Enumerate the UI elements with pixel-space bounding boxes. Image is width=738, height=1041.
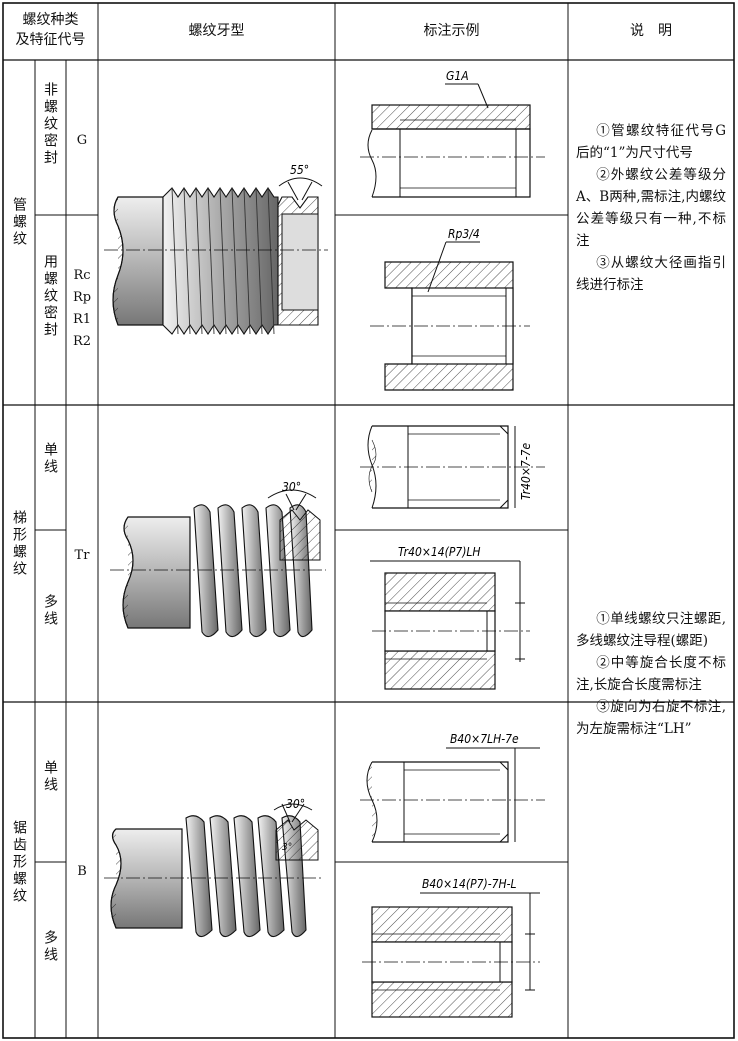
note-pipe-1: ①管螺纹特征代号G后的“1”为尺寸代号	[576, 123, 726, 161]
code-g: G	[76, 133, 88, 148]
g1a-annotation-drawing: G1A	[360, 69, 545, 198]
code-r1: R1	[72, 312, 92, 327]
g1a-label: G1A	[446, 69, 469, 83]
header-thread-profile: 螺纹牙型	[188, 23, 245, 39]
header-thread-kind-line1: 螺纹种类	[22, 12, 79, 28]
group-name-trapezoidal: 梯形螺纹	[11, 510, 27, 578]
note-tr-2: ②中等旋合长度不标注,长旋合长度需标注	[576, 655, 726, 693]
code-r2: R2	[72, 334, 92, 349]
tr40x14-label: Tr40×14(P7)LH	[398, 545, 481, 559]
code-rc: Rc	[73, 268, 91, 283]
pipe-thread-profile: 55°	[104, 163, 328, 335]
note-tr-3: ③旋向为右旋不标注,为左旋需标注“LH”	[576, 699, 726, 737]
buttress-angle-label-2: 3°	[282, 842, 292, 853]
rp34-label: Rp3/4	[448, 227, 480, 241]
buttress-angle-label: 30°	[286, 797, 305, 811]
header-description: 说 明	[630, 23, 672, 39]
subtype-tr-single: 单线	[42, 442, 58, 476]
notes-trapezoidal-buttress: ①单线螺纹只注螺距,多线螺纹注导程(螺距) ②中等旋合长度不标注,长旋合长度需标…	[576, 608, 726, 740]
pipe-thread-angle-label: 55°	[290, 163, 309, 177]
code-tr: Tr	[74, 548, 90, 563]
notes-pipe: ①管螺纹特征代号G后的“1”为尺寸代号 ②外螺纹公差等级分A、B两种,需标注,内…	[576, 120, 726, 296]
tr40x14-annotation-drawing: Tr40×14(P7)LH	[370, 545, 530, 690]
note-pipe-3: ③从螺纹大径画指引线进行标注	[576, 255, 726, 293]
b40x7-label: B40×7LH-7e	[450, 732, 519, 746]
note-pipe-2: ②外螺纹公差等级分A、B两种,需标注,内螺纹公差等级只有一种,不标注	[576, 167, 726, 249]
subtype-b-single: 单线	[42, 760, 58, 794]
subtype-b-multi: 多线	[42, 930, 58, 964]
buttress-thread-profile: 30° 3°	[104, 797, 322, 938]
trapezoidal-thread-profile: 30°	[110, 480, 326, 638]
header-thread-kind-line2: 及特征代号	[15, 32, 86, 48]
rp34-annotation-drawing: Rp3/4	[370, 227, 530, 391]
trapezoidal-angle-label: 30°	[282, 480, 301, 494]
code-rp: Rp	[72, 290, 92, 305]
header-annotation-example: 标注示例	[423, 23, 480, 39]
subtype-tr-multi: 多线	[42, 594, 58, 628]
tr40x7-annotation-drawing: Tr40×7-7e	[360, 425, 545, 509]
code-list-pipe-seal: Rc Rp R1 R2	[67, 265, 97, 353]
b40x14-label: B40×14(P7)-7H-L	[422, 877, 517, 891]
group-name-buttress: 锯齿形螺纹	[11, 820, 27, 905]
b40x7-annotation-drawing: B40×7LH-7e	[360, 732, 545, 843]
tr40x7-label: Tr40×7-7e	[519, 442, 533, 500]
subtype-pipe-seal: 用螺纹密封	[42, 254, 58, 339]
group-name-pipe: 管螺纹	[11, 197, 27, 248]
code-b: B	[77, 864, 87, 879]
subtype-pipe-nonseal: 非螺纹密封	[42, 82, 58, 167]
b40x14-annotation-drawing: B40×14(P7)-7H-L	[362, 877, 540, 1018]
note-tr-1: ①单线螺纹只注螺距,多线螺纹注导程(螺距)	[576, 611, 726, 649]
header-thread-kind: 螺纹种类 及特征代号	[3, 10, 98, 50]
